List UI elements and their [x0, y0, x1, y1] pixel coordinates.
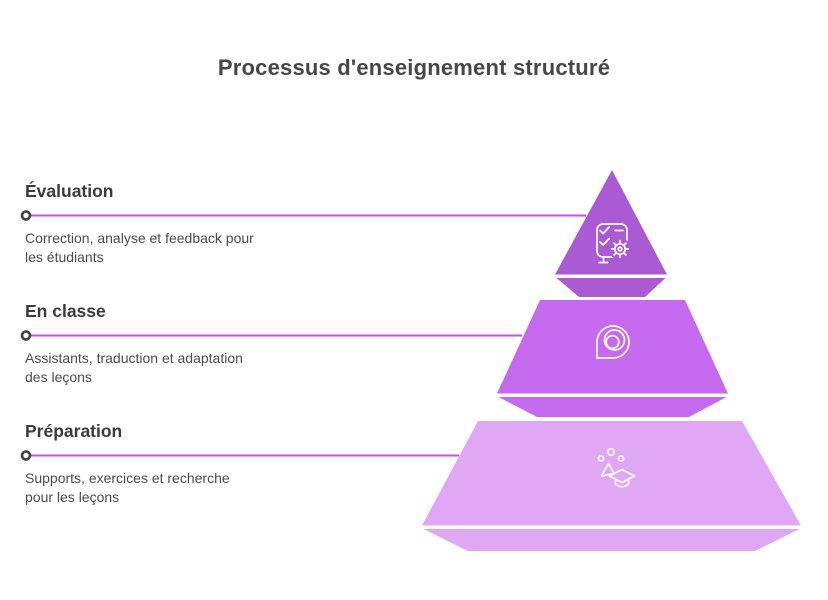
description-line: Supports, exercices et recherche: [25, 470, 230, 486]
section-en-classe-description: Assistants, traduction et adaptation des…: [25, 349, 325, 386]
connector-dot: [20, 330, 32, 341]
pyramid-layer-evaluation: [555, 170, 667, 275]
page-title: Processus d'enseignement structuré: [217, 55, 611, 80]
connector-dot: [20, 450, 32, 461]
connector-dot: [20, 210, 32, 221]
speech-drop-icon: [596, 325, 630, 359]
section-evaluation-description: Correction, analyse et feedback pour les…: [25, 229, 325, 266]
description-line: les étudiants: [25, 248, 104, 265]
pyramid-layer-en-classe-base: [498, 397, 727, 417]
section-heading: En classe: [25, 301, 106, 321]
description-line: Correction, analyse et feedback pour: [25, 230, 254, 246]
checklist-gear-icon: [596, 223, 631, 264]
section-heading: Préparation: [25, 421, 123, 441]
section-heading: Évaluation: [25, 181, 114, 201]
section-evaluation: Évaluation: [25, 179, 325, 203]
graduation-sparkles-icon: [597, 447, 636, 488]
pyramid-layer-preparation-base: [423, 529, 800, 551]
description-line: pour les leçons: [25, 488, 120, 505]
pyramid-layer-evaluation-base: [556, 278, 666, 297]
description-line: Assistants, traduction et adaptation: [25, 350, 243, 366]
section-preparation: Préparation: [25, 419, 325, 443]
section-preparation-description: Supports, exercices et recherche pour le…: [25, 469, 325, 506]
pyramid-layer-en-classe: [497, 300, 728, 394]
description-line: des leçons: [25, 368, 92, 385]
gear-teeth: [610, 239, 630, 259]
section-en-classe: En classe: [25, 299, 325, 323]
